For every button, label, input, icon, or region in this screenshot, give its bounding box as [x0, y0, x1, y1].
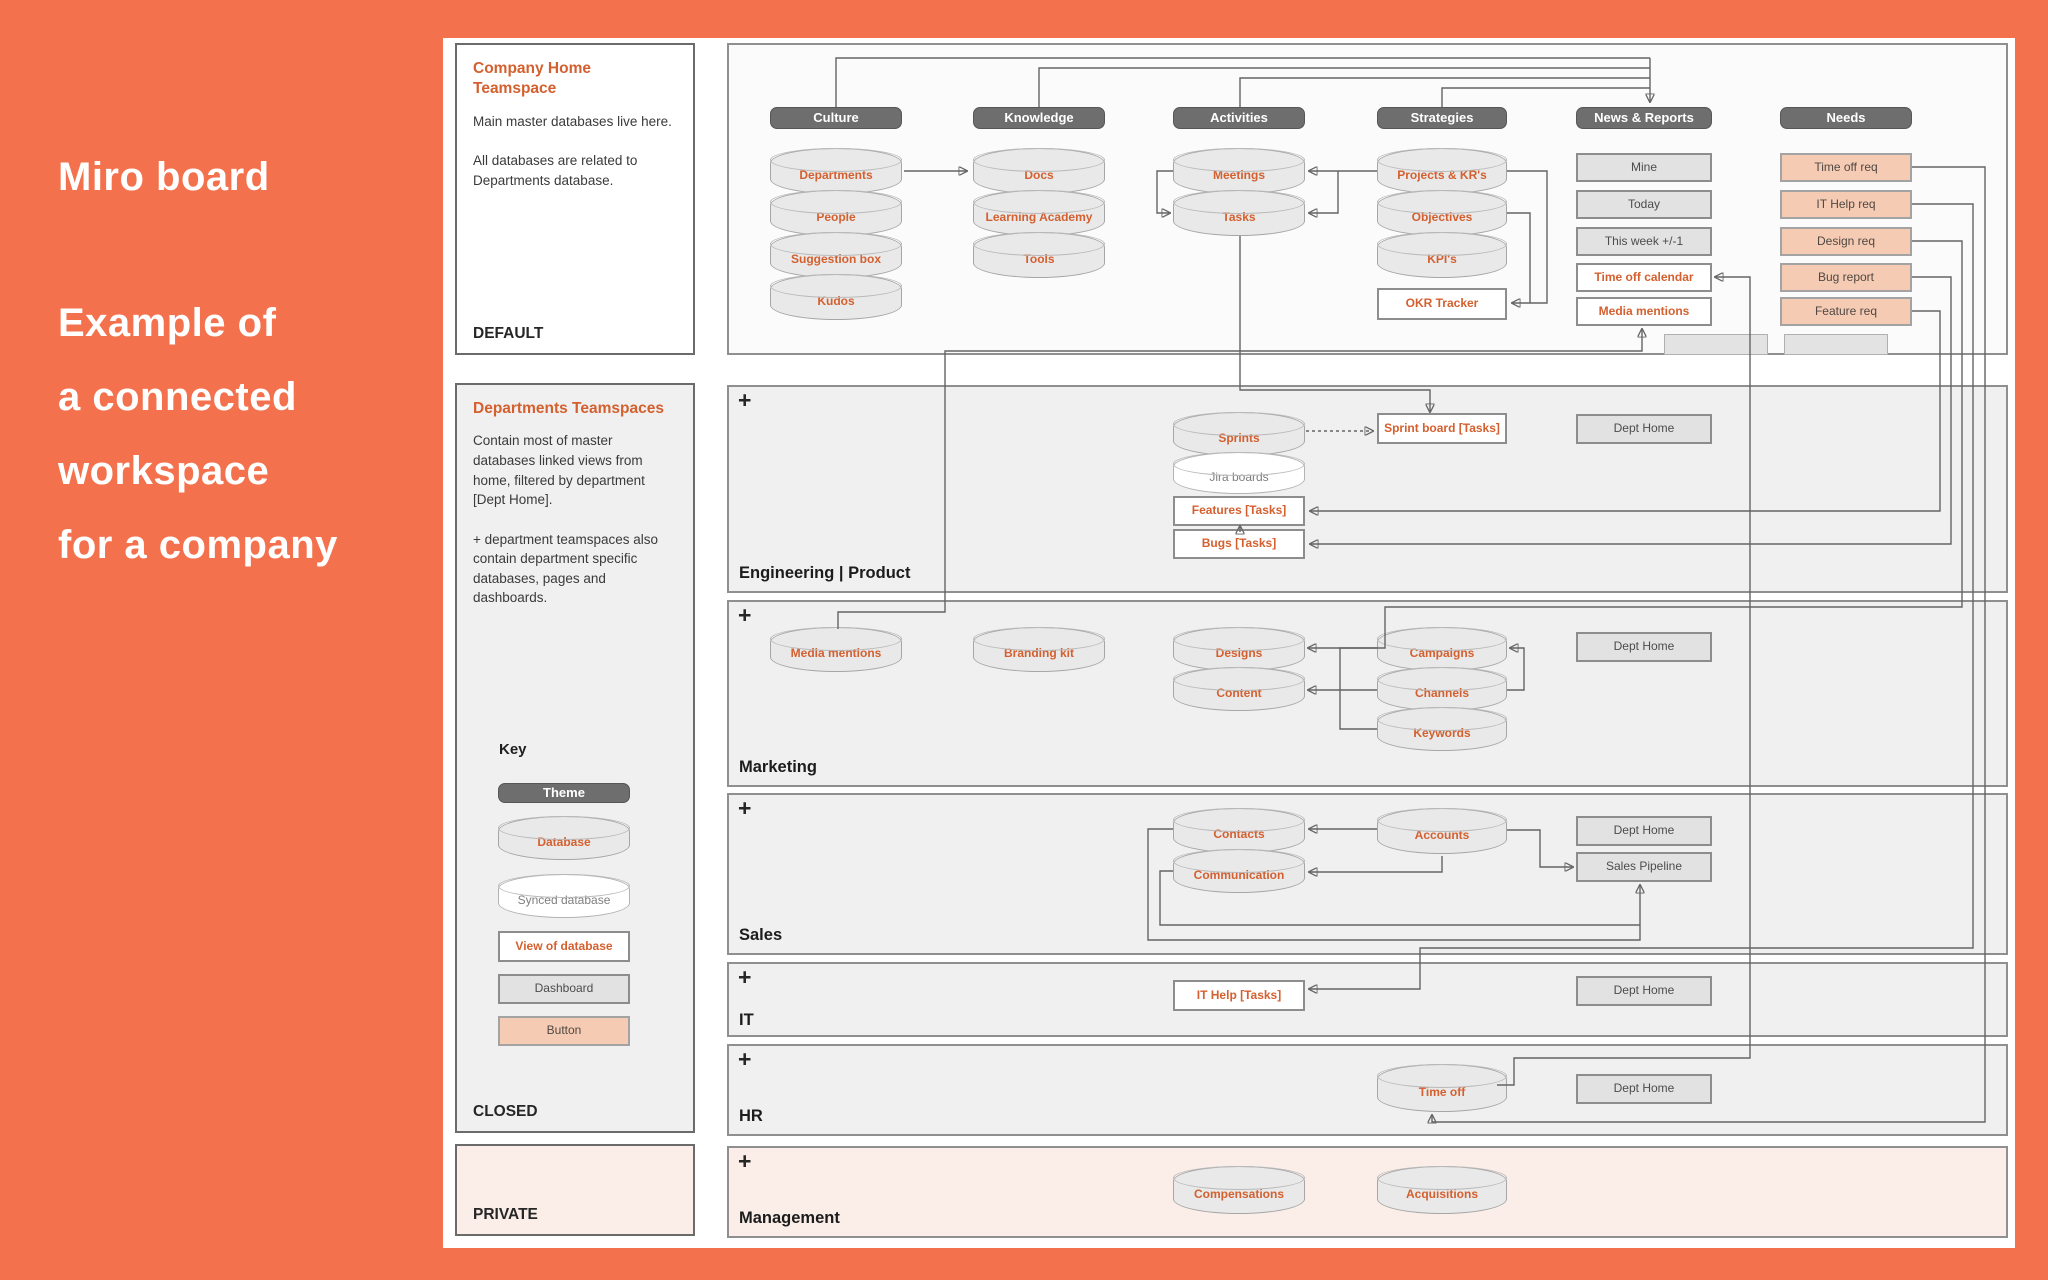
db-people[interactable]: People — [770, 190, 902, 236]
row-management: + Management — [727, 1146, 2008, 1238]
company-home-title: Company Home Teamspace — [473, 60, 591, 98]
dashboard-dept-home-engineering[interactable]: Dept Home — [1576, 414, 1712, 444]
dashboard-dept-home-hr[interactable]: Dept Home — [1576, 1074, 1712, 1104]
row-label-hr: HR — [739, 1107, 763, 1125]
view-okr-tracker[interactable]: OKR Tracker — [1377, 288, 1507, 320]
db-tools[interactable]: Tools — [973, 232, 1105, 278]
db-tasks[interactable]: Tasks — [1173, 190, 1305, 236]
db-projects-krs[interactable]: Projects & KR's — [1377, 148, 1507, 194]
view-time-off-calendar[interactable]: Time off calendar — [1576, 263, 1712, 292]
db-contacts[interactable]: Contacts — [1173, 808, 1305, 853]
db-channels[interactable]: Channels — [1377, 667, 1507, 711]
row-hr: + HR — [727, 1044, 2008, 1136]
row-marketing: + Marketing — [727, 600, 2008, 787]
row-label-it: IT — [739, 1011, 754, 1029]
db-docs[interactable]: Docs — [973, 148, 1105, 194]
view-bugs-tasks[interactable]: Bugs [Tasks] — [1173, 529, 1305, 559]
dashboard-this-week[interactable]: This week +/-1 — [1576, 227, 1712, 256]
db-meetings[interactable]: Meetings — [1173, 148, 1305, 194]
theme-strategies[interactable]: Strategies — [1377, 107, 1507, 129]
key-view-of-database-sample[interactable]: View of database — [498, 931, 630, 962]
expand-plus-icon[interactable]: + — [738, 964, 752, 990]
db-learning-academy[interactable]: Learning Academy — [973, 190, 1105, 236]
theme-news-reports[interactable]: News & Reports — [1576, 107, 1712, 129]
private-frame[interactable]: PRIVATE — [455, 1144, 695, 1236]
db-communication[interactable]: Communication — [1173, 849, 1305, 893]
row-label-engineering: Engineering | Product — [739, 564, 911, 582]
db-objectives[interactable]: Objectives — [1377, 190, 1507, 236]
dashboard-sales-pipeline[interactable]: Sales Pipeline — [1576, 852, 1712, 882]
db-suggestion-box[interactable]: Suggestion box — [770, 232, 902, 278]
departments-text-2: + department teamspaces also contain dep… — [473, 531, 658, 606]
dashboard-dept-home-marketing[interactable]: Dept Home — [1576, 632, 1712, 662]
view-it-help-tasks[interactable]: IT Help [Tasks] — [1173, 980, 1305, 1011]
dashboard-dept-home-sales[interactable]: Dept Home — [1576, 816, 1712, 846]
departments-text-1: Contain most of master databases linked … — [473, 433, 645, 508]
db-departments[interactable]: Departments — [770, 148, 902, 194]
row-engineering-product: + Engineering | Product — [727, 385, 2008, 593]
caption-line: for a company — [58, 523, 338, 567]
theme-needs[interactable]: Needs — [1780, 107, 1912, 129]
dashboard-today[interactable]: Today — [1576, 190, 1712, 219]
key-title: Key — [499, 741, 527, 758]
caption-line: Example of — [58, 301, 277, 345]
db-kudos[interactable]: Kudos — [770, 274, 902, 320]
db-designs[interactable]: Designs — [1173, 627, 1305, 671]
theme-culture[interactable]: Culture — [770, 107, 902, 129]
button-bug-report[interactable]: Bug report — [1780, 263, 1912, 292]
company-home-text-1: Main master databases live here. — [473, 113, 672, 129]
key-dashboard-sample[interactable]: Dashboard — [498, 974, 630, 1004]
db-time-off[interactable]: Time off — [1377, 1064, 1507, 1112]
row-sales: + Sales — [727, 793, 2008, 955]
expand-plus-icon[interactable]: + — [738, 1046, 752, 1072]
key-synced-database-sample[interactable]: Synced database — [498, 874, 630, 918]
row-label-marketing: Marketing — [739, 758, 817, 776]
private-label: PRIVATE — [473, 1206, 538, 1223]
db-compensations[interactable]: Compensations — [1173, 1166, 1305, 1214]
db-content[interactable]: Content — [1173, 667, 1305, 711]
key-theme-sample[interactable]: Theme — [498, 783, 630, 803]
caption-line: a connected — [58, 375, 297, 419]
row-it: + IT — [727, 962, 2008, 1037]
view-features-tasks[interactable]: Features [Tasks] — [1173, 496, 1305, 526]
dashboard-dept-home-it[interactable]: Dept Home — [1576, 976, 1712, 1006]
theme-activities[interactable]: Activities — [1173, 107, 1305, 129]
departments-teamspaces-title: Departments Teamspaces — [473, 400, 664, 417]
button-time-off-req[interactable]: Time off req — [1780, 153, 1912, 182]
departments-teamspaces-frame[interactable]: Departments Teamspaces Contain most of m… — [455, 383, 695, 1133]
cropped-box[interactable] — [1784, 334, 1888, 355]
closed-label: CLOSED — [473, 1103, 538, 1120]
caption-line: workspace — [58, 449, 270, 493]
button-it-help-req[interactable]: IT Help req — [1780, 190, 1912, 219]
synced-db-jira-boards[interactable]: Jira boards — [1173, 452, 1305, 494]
view-sprint-board-tasks[interactable]: Sprint board [Tasks] — [1377, 413, 1507, 444]
button-feature-req[interactable]: Feature req — [1780, 297, 1912, 326]
db-branding-kit[interactable]: Branding kit — [973, 627, 1105, 672]
key-database-sample[interactable]: Database — [498, 816, 630, 860]
dashboard-mine[interactable]: Mine — [1576, 153, 1712, 182]
row-label-management: Management — [739, 1209, 840, 1227]
db-media-mentions[interactable]: Media mentions — [770, 627, 902, 672]
theme-knowledge[interactable]: Knowledge — [973, 107, 1105, 129]
cropped-box[interactable] — [1664, 334, 1768, 355]
db-campaigns[interactable]: Campaigns — [1377, 627, 1507, 671]
expand-plus-icon[interactable]: + — [738, 795, 752, 821]
row-label-sales: Sales — [739, 926, 783, 944]
board-caption-subtitle: Example of a connected workspace for a c… — [58, 286, 338, 582]
company-home-teamspace-frame[interactable]: Company Home Teamspace Main master datab… — [455, 43, 695, 355]
expand-plus-icon[interactable]: + — [738, 387, 752, 413]
db-accounts[interactable]: Accounts — [1377, 808, 1507, 854]
db-sprints[interactable]: Sprints — [1173, 412, 1305, 456]
db-acquisitions[interactable]: Acquisitions — [1377, 1166, 1507, 1214]
view-media-mentions[interactable]: Media mentions — [1576, 297, 1712, 326]
db-kpis[interactable]: KPI's — [1377, 232, 1507, 278]
key-button-sample[interactable]: Button — [498, 1016, 630, 1046]
db-keywords[interactable]: Keywords — [1377, 707, 1507, 751]
expand-plus-icon[interactable]: + — [738, 1148, 752, 1174]
default-label: DEFAULT — [473, 325, 544, 342]
board-caption-title: Miro board — [58, 155, 270, 199]
button-design-req[interactable]: Design req — [1780, 227, 1912, 256]
expand-plus-icon[interactable]: + — [738, 602, 752, 628]
company-home-text-2: All databases are related to Departments… — [473, 153, 638, 189]
